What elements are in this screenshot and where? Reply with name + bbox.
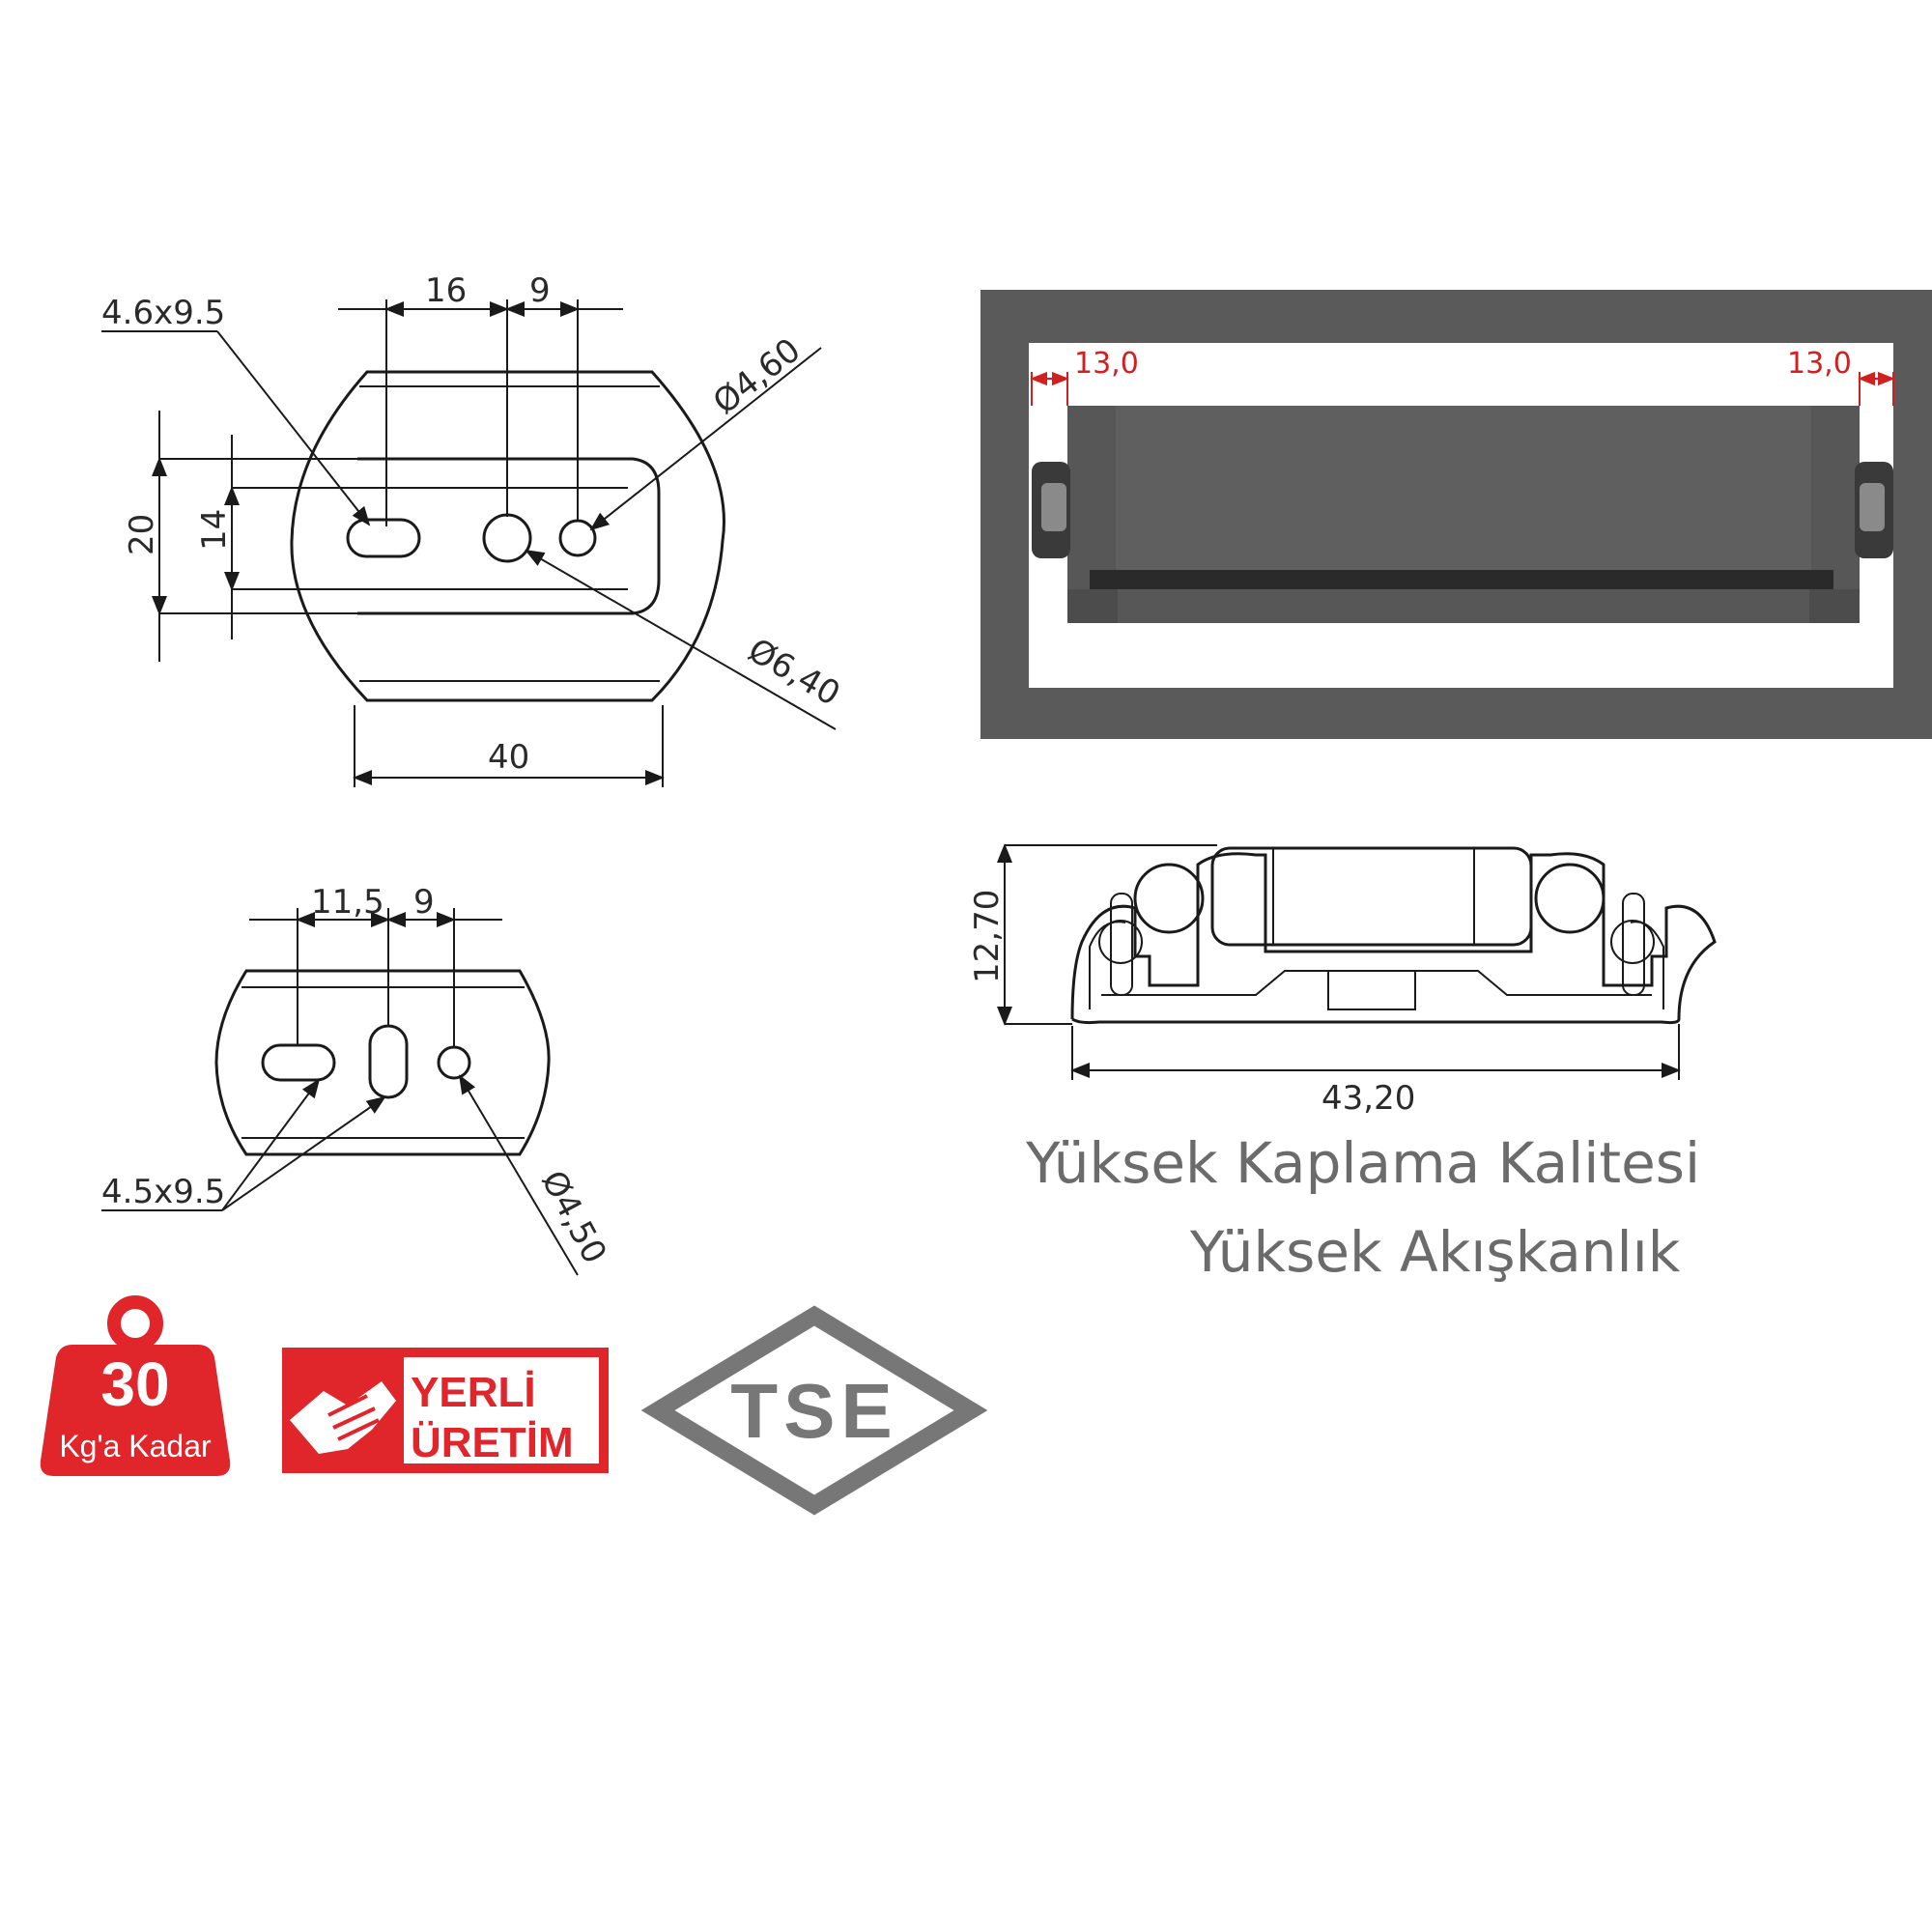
dim-slot-bottom-label: 4.5x9.5 <box>101 1173 225 1211</box>
load-value: 30 <box>100 1350 169 1419</box>
drawer-section: 13,0 13,0 <box>980 290 1932 739</box>
dim-14-label: 14 <box>195 509 234 551</box>
profile-width-label: 43,20 <box>1321 1079 1415 1118</box>
dim-9-label: 9 <box>529 271 551 310</box>
dim-40-label: 40 <box>488 738 529 777</box>
local-line1: YERLİ <box>411 1369 536 1416</box>
load-text: Kg'a Kadar <box>59 1429 212 1463</box>
dim-hole-bottom-label: Ø4,50 <box>533 1164 613 1269</box>
clearance-left-label: 13,0 <box>1074 347 1139 381</box>
local-line2: ÜRETİM <box>411 1419 574 1466</box>
top-view-plate: 16 9 4.6x9.5 Ø4,60 Ø6,40 20 14 40 <box>101 271 846 787</box>
local-production-badge: YERLİ ÜRETİM <box>282 1348 609 1473</box>
dim-16-label: 16 <box>425 271 467 310</box>
dim-20-label: 20 <box>123 514 161 555</box>
clearance-right-label: 13,0 <box>1787 347 1852 381</box>
feature-coating-quality: Yüksek Kaplama Kalitesi <box>1026 1130 1701 1196</box>
dim-11-5-label: 11,5 <box>311 883 384 922</box>
dim-hole-large-label: Ø6,40 <box>742 631 847 714</box>
tse-text: TSE <box>730 1368 898 1454</box>
handshake-icon <box>290 1381 396 1454</box>
dim-slot-label: 4.6x9.5 <box>101 294 225 332</box>
feature-smooth-motion: Yüksek Akışkanlık <box>1190 1219 1681 1285</box>
runner-profile: 12,70 43,20 <box>968 843 1717 1118</box>
dim-9-label-bottom: 9 <box>413 883 435 922</box>
profile-height-label: 12,70 <box>968 890 1007 983</box>
bottom-view-plate: 11,5 9 4.5x9.5 Ø4,50 <box>101 883 613 1276</box>
load-capacity-badge: 30 Kg'a Kadar <box>40 1295 231 1476</box>
dim-hole-small-label: Ø4,60 <box>706 330 808 422</box>
tse-badge: TSE <box>640 1305 988 1516</box>
